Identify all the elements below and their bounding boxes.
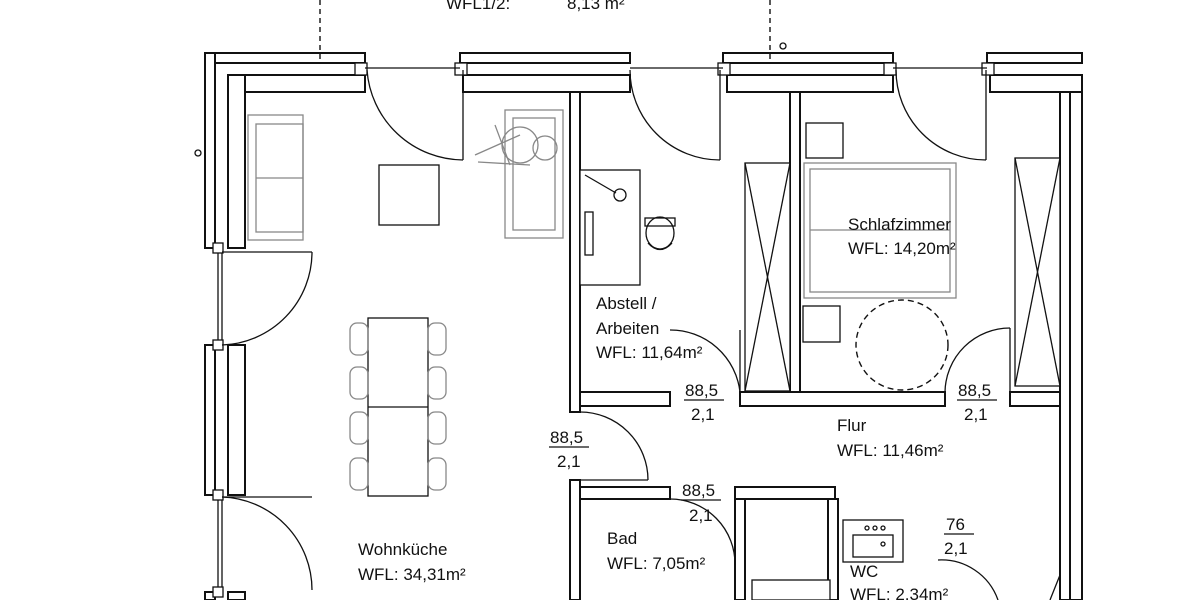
room-area: WFL: 11,64m² xyxy=(596,343,703,362)
room-schlafzimmer: Schlafzimmer WFL: 14,20m² xyxy=(848,215,956,258)
room-wc: WC WFL: 2,34m² xyxy=(850,562,949,600)
room-flur: Flur WFL: 11,46m² xyxy=(837,416,944,460)
door-width: 88,5 xyxy=(550,428,583,447)
door-dim-schlafzimmer: 88,5 2,1 xyxy=(957,381,997,424)
door-dim-wc: 76 2,1 xyxy=(944,515,974,558)
door-height: 2,1 xyxy=(689,506,713,525)
door-width: 88,5 xyxy=(685,381,718,400)
room-area: WFL: 34,31m² xyxy=(358,565,466,584)
door-height: 2,1 xyxy=(691,405,715,424)
room-name: WC xyxy=(850,562,878,581)
room-bad: Bad WFL: 7,05m² xyxy=(607,529,706,573)
door-height: 2,1 xyxy=(944,539,968,558)
room-wohnkueche: Wohnküche WFL: 34,31m² xyxy=(358,540,466,584)
door-dim-abstell: 88,5 2,1 xyxy=(684,381,724,424)
furniture xyxy=(247,109,1061,600)
room-name: Abstell / xyxy=(596,294,657,313)
door-width: 88,5 xyxy=(682,481,715,500)
top-area-name: WFL1/2: xyxy=(446,0,510,13)
room-name: Bad xyxy=(607,529,637,548)
room-area: WFL: 7,05m² xyxy=(607,554,706,573)
room-area: WFL: 14,20m² xyxy=(848,239,956,258)
door-height: 2,1 xyxy=(964,405,988,424)
room-name: Schlafzimmer xyxy=(848,215,951,234)
room-area: WFL: 11,46m² xyxy=(837,441,944,460)
room-area: WFL: 2,34m² xyxy=(850,585,949,600)
room-name: Flur xyxy=(837,416,867,435)
door-width: 88,5 xyxy=(958,381,991,400)
top-area-value: 8,13 m² xyxy=(567,0,625,13)
room-abstell: Abstell / Arbeiten WFL: 11,64m² xyxy=(596,294,703,362)
top-area-label: WFL1/2: 8,13 m² xyxy=(446,0,625,13)
exterior-walls xyxy=(194,0,1083,600)
room-name-line2: Arbeiten xyxy=(596,319,659,338)
room-name: Wohnküche xyxy=(358,540,447,559)
door-height: 2,1 xyxy=(557,452,581,471)
door-width: 76 xyxy=(946,515,965,534)
door-dim-wohnkueche: 88,5 2,1 xyxy=(549,428,589,471)
door-dim-bad: 88,5 2,1 xyxy=(681,481,721,525)
doors xyxy=(221,69,1061,600)
